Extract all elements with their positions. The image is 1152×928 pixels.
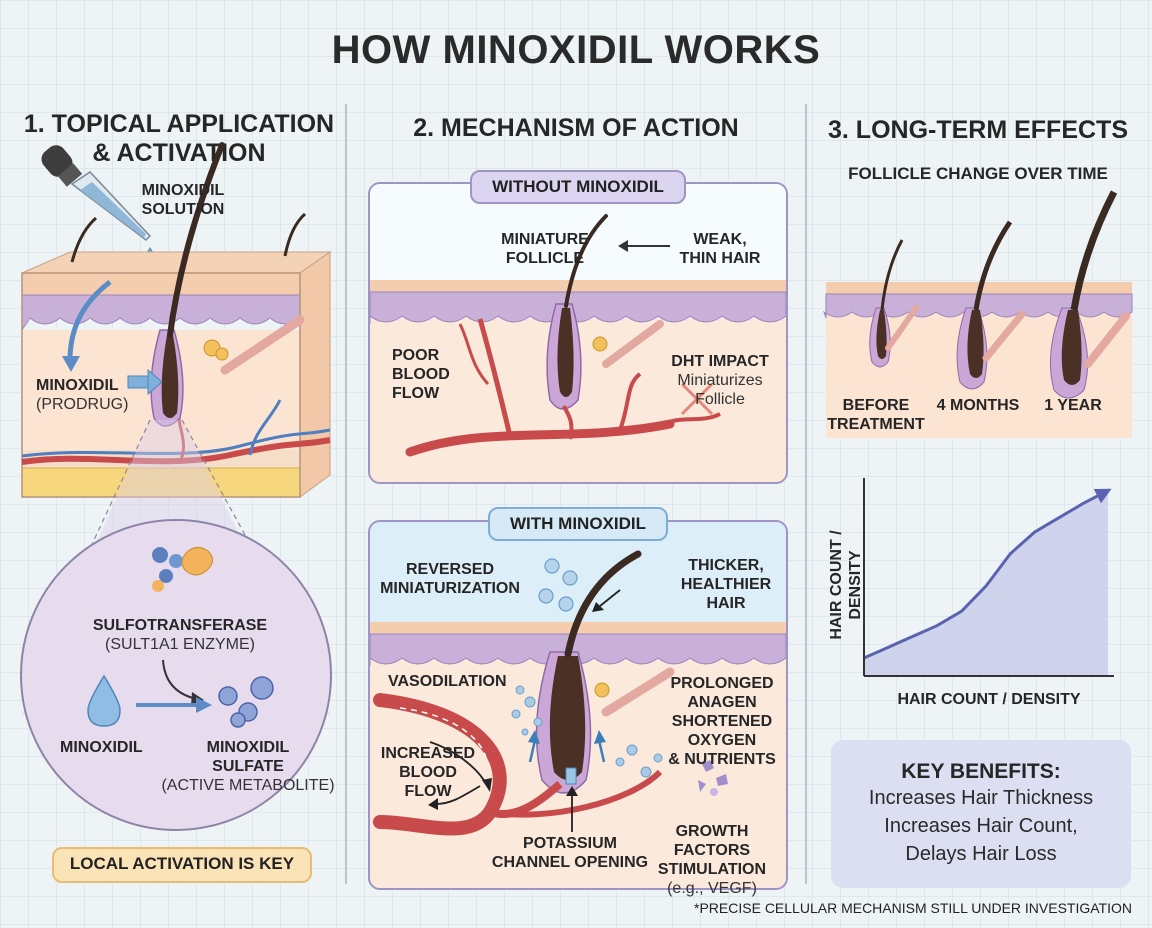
potassium-channel-label: POTASSIUM CHANNEL OPENING [491, 835, 649, 871]
sulfate-label: MINOXIDIL SULFATE (ACTIVE METABOLITE) [161, 739, 335, 794]
chart-x-label: HAIR COUNT / DENSITY [897, 691, 1081, 708]
local-activation-banner: LOCAL ACTIVATION IS KEY [52, 847, 312, 883]
growth-factor-icon [698, 760, 728, 796]
oxygen-molecules-icon [538, 558, 578, 612]
benefit-3: Delays Hair Loss [905, 843, 1057, 865]
reversed-miniaturization-label: REVERSED MINIATURIZATION [380, 561, 520, 597]
chart-arrow-head [1093, 488, 1112, 504]
col1-heading-line2: & ACTIVATION [92, 139, 266, 167]
col2-heading: 2. MECHANISM OF ACTION [413, 114, 739, 142]
four-months-label: 4 MONTHS [936, 397, 1020, 414]
minoxidil-label: MINOXIDIL [60, 739, 143, 756]
minoxidil-drop-icon [87, 674, 121, 727]
hair-density-chart [863, 478, 1114, 677]
chart-area-fill [864, 490, 1108, 676]
without-panel-illustration [370, 184, 786, 457]
nutrient-bubbles-icon [511, 685, 663, 778]
dht-impact-label: DHT IMPACT Miniaturizes Follicle [671, 353, 769, 408]
follicle-timeline-illustration [823, 190, 1133, 438]
miniature-follicle-label: MINIATURE FOLLICLE [501, 231, 589, 267]
without-minoxidil-tag: WITHOUT MINOXIDIL [470, 170, 686, 204]
increased-blood-flow-label: INCREASED BLOOD FLOW [380, 745, 476, 800]
one-year-label: 1 YEAR [1044, 397, 1102, 414]
col3-heading: 3. LONG-TERM EFFECTS [828, 116, 1128, 144]
dropper-icon [41, 145, 152, 241]
benefit-2: Increases Hair Count, [884, 815, 1078, 837]
chart-y-label: HAIR COUNT / DENSITY [828, 530, 864, 640]
growth-factors-label: GROWTH FACTORS STIMULATION (e.g., VEGF) [657, 823, 767, 897]
footnote: *PRECISE CELLULAR MECHANISM STILL UNDER … [694, 900, 1132, 916]
key-benefits-title: KEY BENEFITS: [901, 760, 1061, 783]
weak-hair-label: WEAK, THIN HAIR [679, 231, 761, 267]
potassium-channel-icon [565, 767, 577, 785]
col1-heading: 1. TOPICAL APPLICATION & ACTIVATION [20, 110, 338, 168]
prodrug-label: MINOXIDIL (PRODRUG) [36, 377, 129, 413]
enzyme-icon [152, 547, 213, 592]
with-minoxidil-tag: WITH MINOXIDIL [488, 507, 668, 541]
sulfate-molecule-icon [218, 676, 274, 728]
arrow-icon [618, 240, 628, 252]
minoxidil-solution-label: MINOXIDIL SOLUTION [141, 182, 225, 218]
prolonged-anagen-label: PROLONGED ANAGEN SHORTENED OXYGEN & NUTR… [668, 675, 776, 768]
column-divider-1 [345, 104, 347, 884]
enzyme-label: SULFOTRANSFERASE (SULT1A1 ENZYME) [92, 617, 268, 653]
poor-blood-flow-label: POOR BLOOD FLOW [392, 347, 450, 402]
column-divider-2 [805, 104, 807, 884]
col1-heading-line1: 1. TOPICAL APPLICATION [23, 110, 335, 138]
vasodilation-label: VASODILATION [388, 673, 507, 690]
chart-series-line [863, 489, 1109, 660]
skin-block-illustration [20, 142, 332, 831]
benefit-1: Increases Hair Thickness [868, 787, 1094, 809]
follicle-change-subheading: FOLLICLE CHANGE OVER TIME [848, 164, 1108, 183]
page-title: HOW MINOXIDIL WORKS [331, 28, 821, 72]
without-minoxidil-panel [368, 182, 788, 484]
key-benefits-box: KEY BENEFITS: Increases Hair Thickness I… [831, 740, 1131, 888]
before-treatment-label: BEFORE TREATMENT [827, 397, 925, 433]
thicker-hair-label: THICKER, HEALTHIER HAIR [680, 557, 772, 612]
